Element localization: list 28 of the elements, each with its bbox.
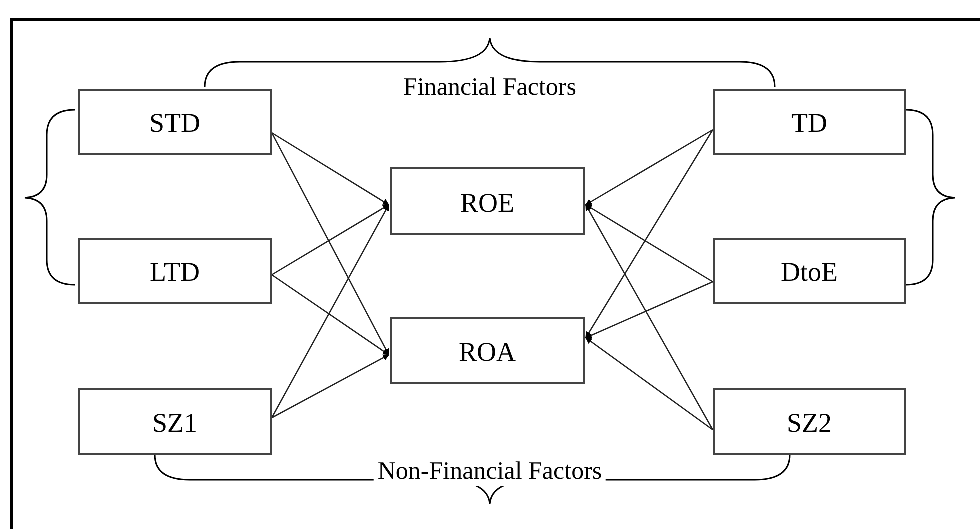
variable-label: ROE bbox=[460, 188, 514, 219]
arrow bbox=[271, 204, 390, 418]
arrow bbox=[272, 354, 390, 419]
arrow bbox=[585, 281, 714, 339]
variable-box bbox=[713, 388, 906, 455]
variable-box bbox=[78, 89, 272, 155]
variable-box bbox=[713, 238, 906, 304]
variable-box bbox=[390, 167, 585, 235]
variable-label: STD bbox=[149, 108, 200, 139]
arrow bbox=[585, 129, 714, 206]
variable-box bbox=[78, 388, 272, 455]
variable-box bbox=[78, 238, 272, 304]
variable-label: SZ2 bbox=[786, 408, 832, 439]
variable-label: LTD bbox=[150, 257, 200, 288]
arrow bbox=[272, 274, 390, 356]
variable-label: DtoE bbox=[781, 257, 838, 288]
arrow bbox=[272, 204, 390, 276]
variable-label: ROA bbox=[458, 337, 516, 368]
variable-label: TD bbox=[792, 108, 828, 139]
arrow bbox=[271, 132, 390, 356]
arrow bbox=[585, 130, 714, 339]
arrow bbox=[585, 204, 714, 430]
arrow bbox=[272, 132, 390, 206]
arrow bbox=[585, 204, 714, 283]
variable-box bbox=[713, 89, 906, 155]
variable-label: SZ1 bbox=[152, 408, 198, 439]
variable-box bbox=[390, 317, 585, 384]
arrow bbox=[585, 337, 714, 431]
